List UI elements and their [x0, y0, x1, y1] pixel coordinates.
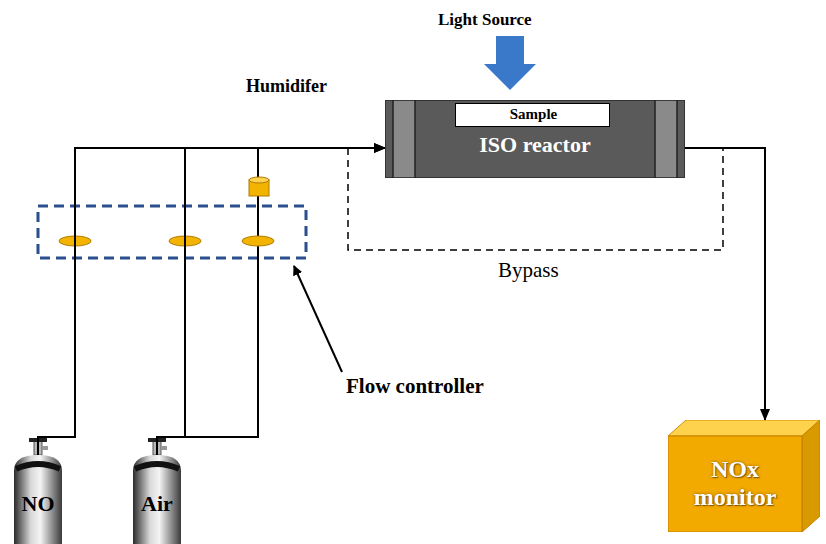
flow-controller-box: [38, 206, 306, 258]
gas-cylinder-text: Air: [133, 491, 181, 516]
valve: [242, 236, 274, 246]
humidifier-symbol: [249, 177, 269, 196]
leader-arrow: [294, 266, 342, 372]
text-holder: ISO reactor: [385, 132, 685, 157]
flow-controller-label: Flow controller: [346, 374, 484, 399]
reactor-box-text: ISO reactor: [385, 132, 685, 157]
text-holder: Air: [133, 491, 181, 516]
text-holder: NO: [14, 491, 62, 516]
monitor-box-text: NOx monitor: [668, 456, 802, 511]
gas-line: [685, 148, 765, 420]
text-holder: NOx monitor: [668, 436, 802, 532]
monitor-box: NOx monitor: [668, 420, 820, 532]
sample-box: Sample: [455, 103, 610, 127]
light-source-label: Light Source: [438, 10, 532, 30]
text-holder: Sample: [456, 106, 611, 123]
reactor-box: ISO reactor Sample: [385, 100, 685, 178]
light-arrow: [484, 36, 536, 90]
humidifier-label: Humidifer: [246, 76, 327, 97]
gas-cylinder: Air: [133, 455, 181, 544]
bypass-label: Bypass: [498, 258, 559, 283]
gas-line: [157, 148, 385, 455]
gas-line: [38, 148, 385, 455]
sample-box-text: Sample: [456, 106, 611, 123]
gas-cylinder: NO: [14, 455, 62, 544]
gas-cylinder-text: NO: [14, 491, 62, 516]
humidified-air-line: [185, 148, 258, 437]
